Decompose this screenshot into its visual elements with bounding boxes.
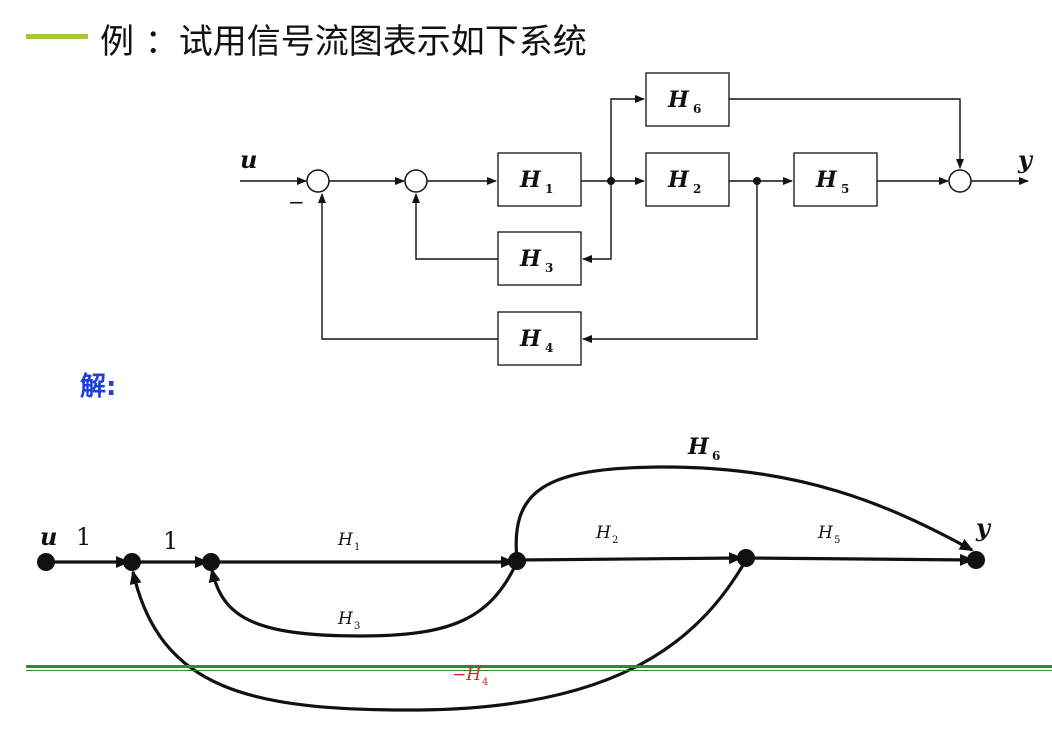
- sfg-label-h3: H 3: [337, 609, 360, 632]
- svg-text:H: H: [687, 434, 710, 460]
- bd-block-h2: H 2: [645, 152, 730, 207]
- svg-text:2: 2: [693, 182, 701, 196]
- sfg-node-u: [37, 553, 55, 571]
- sfg-edge-h4: [129, 559, 748, 712]
- sfg-label-h1: H 1: [337, 530, 360, 553]
- bd-pickoff-1: [607, 177, 615, 185]
- svg-text:1: 1: [354, 542, 360, 553]
- svg-text:H: H: [519, 246, 542, 272]
- sfg-gain-u: 1: [76, 523, 91, 551]
- svg-text:H: H: [337, 530, 354, 550]
- divider-rule: [26, 665, 1052, 668]
- sfg-node-3: [508, 552, 526, 570]
- sfg-node-y: [967, 551, 985, 569]
- bd-wire-to-h4: [582, 181, 758, 343]
- bd-block-h4: H 4: [497, 311, 582, 366]
- svg-text:H: H: [667, 87, 690, 113]
- svg-text:H: H: [519, 167, 542, 193]
- bd-wire-to-h6: [610, 95, 645, 181]
- svg-text:3: 3: [354, 621, 360, 632]
- sfg-edge-h2: [517, 552, 743, 565]
- bd-output-label: y: [1017, 145, 1034, 174]
- sfg-label-h2: H 2: [595, 523, 618, 546]
- sfg-output-label: y: [975, 513, 992, 542]
- svg-text:3: 3: [545, 261, 553, 275]
- sfg-node-1: [123, 553, 141, 571]
- sfg-edge-h6: [514, 465, 974, 561]
- bd-block-h5: H 5: [793, 152, 878, 207]
- svg-text:H: H: [817, 523, 834, 543]
- title-accent-bar: [26, 34, 88, 39]
- bd-sum-3: [948, 169, 972, 193]
- bd-minus-sign: −: [288, 190, 305, 214]
- sfg-edge-h5: [745, 553, 974, 566]
- svg-text:H: H: [337, 609, 354, 629]
- solution-label: 解:: [80, 372, 117, 402]
- svg-text:5: 5: [834, 535, 840, 546]
- svg-text:6: 6: [712, 449, 720, 463]
- bd-input-label: u: [240, 145, 257, 174]
- bd-block-h3: H 3: [497, 231, 582, 286]
- bd-block-h6: H 6: [645, 72, 730, 127]
- bd-sum-1: [306, 169, 330, 193]
- bd-sum-2: [404, 169, 428, 193]
- sfg-label-h5: H 5: [817, 523, 840, 546]
- sfg-edge-h3: [208, 561, 519, 638]
- svg-text:5: 5: [841, 182, 849, 196]
- svg-text:6: 6: [693, 102, 701, 116]
- bd-wire-h4-s1: [318, 193, 498, 340]
- sfg-node-2: [202, 553, 220, 571]
- svg-text:4: 4: [545, 341, 553, 355]
- sfg-gain-1: 1: [163, 527, 178, 555]
- svg-text:H: H: [667, 167, 690, 193]
- bd-wire-h3-s2: [412, 193, 498, 260]
- sfg-node-4: [737, 549, 755, 567]
- bd-block-h1: H 1: [497, 152, 582, 207]
- divider-rule-thin: [26, 670, 1052, 671]
- bd-wire-h6-s3: [729, 98, 964, 169]
- sfg-input-label: u: [40, 522, 57, 551]
- bd-wire-to-h3: [582, 181, 612, 263]
- svg-text:H: H: [595, 523, 612, 543]
- svg-text:1: 1: [545, 182, 553, 196]
- svg-text:H: H: [815, 167, 838, 193]
- bd-pickoff-2: [753, 177, 761, 185]
- svg-text:2: 2: [612, 535, 618, 546]
- sfg-label-h6: H 6: [687, 434, 720, 463]
- page-title: 例 ：试用信号流图表示如下系统: [100, 22, 587, 62]
- svg-text:H: H: [519, 326, 542, 352]
